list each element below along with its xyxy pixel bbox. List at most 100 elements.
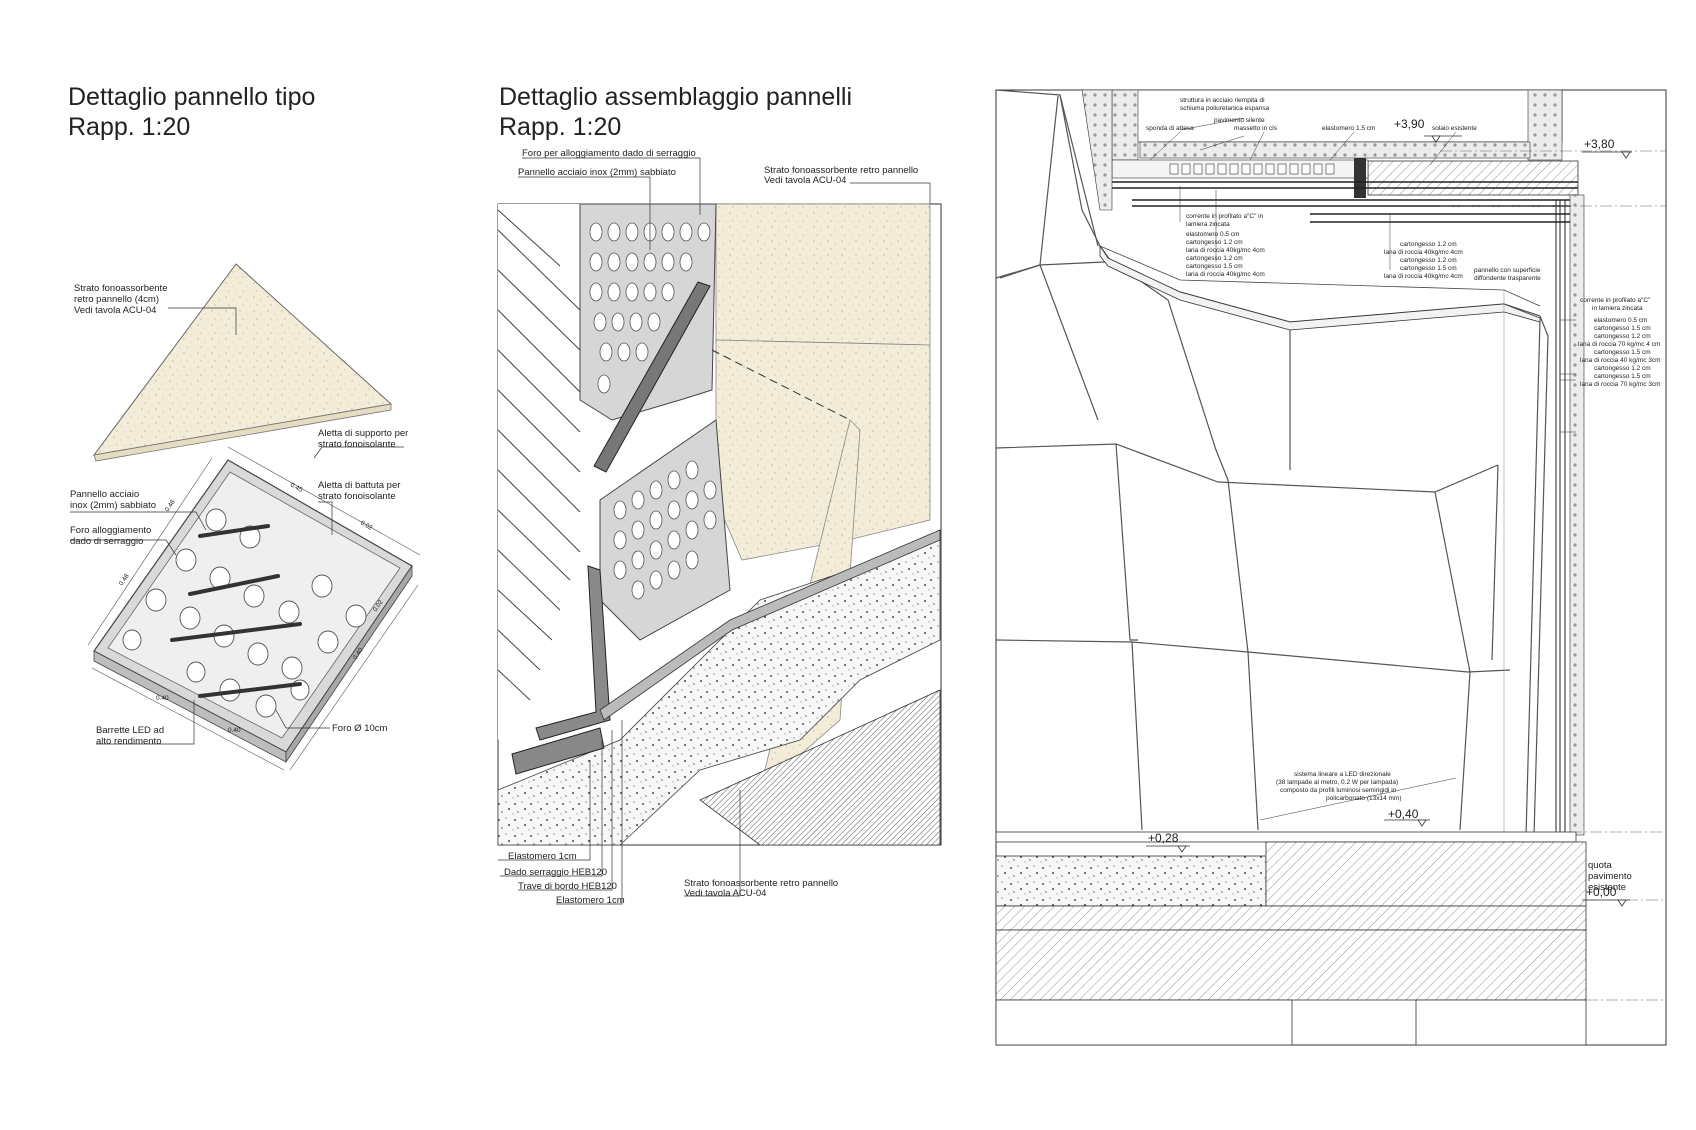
wall-right-labels: corrente in profilato a"C" in lamiera zi… [1578,297,1661,388]
panel1-dimensions [87,446,421,771]
led-note: sistema lineare a LED direzionale (38 la… [1276,771,1402,802]
heb-beam [511,727,605,775]
label-elastomero-b: Elastomero 1cm [556,895,625,906]
label-struttura-2: schiuma poliuretanica espansa [1180,105,1270,112]
steel-panel-side2 [285,564,413,764]
bracket [535,565,611,741]
floor-strip [995,831,1577,843]
led-line-1: sistema lineare a LED direzionale [1294,771,1391,778]
floor-slab-top [995,905,1587,931]
wall-right-item-5: cartongesso 1.5 cm [1594,349,1651,356]
ceiling-cavity [1111,89,1563,143]
panel1-title-line1: Dettaglio pannello tipo [68,83,316,111]
label-strato-top-1: Strato fonoassorbente retro pannello [764,165,918,176]
panel2-title-line1: Dettaglio assemblaggio pannelli [499,83,853,111]
svg-text:0.45: 0.45 [289,482,304,494]
ceiling-right-item-4: cartongesso 1.5 cm [1400,265,1457,272]
level-028: +0,28 [1148,831,1179,845]
svg-text:0.02: 0.02 [359,520,374,532]
heb-profile [1354,158,1366,198]
svg-text:0.40: 0.40 [228,727,241,734]
label-barrette-2: alto rendimento [96,736,161,747]
acoustic-facet-2 [715,339,931,561]
floor-hatch-band [1265,841,1587,907]
acoustic-layer-edge [93,403,392,462]
level-380: +3,80 [1584,137,1615,151]
ceiling-left-item-5: cartongesso 1.5 cm [1186,263,1243,270]
ceiling-left-item-2: cartongesso 1.2 cm [1186,239,1243,246]
led-bars [170,524,302,698]
panel2-title: Dettaglio assemblaggio pannelli Rapp. 1:… [499,82,852,142]
wall-stripes [498,204,580,740]
panel3-top-labels: struttura in acciaio riempita di schiuma… [1146,97,1615,151]
steel-bar [593,281,711,473]
ceiling-insul-left [1111,89,1139,161]
panel2-labels: Foro per alloggiamento dado di serraggio… [504,148,918,906]
label-dado: Dado serraggio HEB120 [504,867,607,878]
quota-line-1: quota [1588,860,1612,871]
label-solaio: solaio esistente [1432,125,1477,132]
panel1-drawing: 0.48 0.48 0.45 0.02 0.40 0.40 0.40 0.02 … [70,263,421,771]
floor-slab [995,929,1587,1001]
quota-line-2: pavimento [1588,871,1632,882]
wall-right-item-6: lana di roccia 40 kg/mc 3cm [1580,357,1661,364]
label-strato-top-2: Vedi tavola ACU-04 [764,175,846,186]
label-strato-bot-2: Vedi tavola ACU-04 [684,888,766,899]
panel1-leaders [70,307,404,745]
left-upper-insulation [1081,89,1113,211]
label-massetto: massetto in cls [1234,125,1278,132]
panel2-drawing: Foro per alloggiamento dado di serraggio… [497,148,942,906]
level-000: +0,00 [1586,885,1617,899]
label-foro-all-1: Foro alloggiamento [70,525,151,536]
ceiling-left-item-4: cartongesso 1.2 cm [1186,255,1243,262]
label-aletta-supp-2: strato fonoisolante [318,439,396,450]
soffit-lines [1099,245,1541,307]
quota-note: quota pavimento esistente [1588,860,1632,893]
panel3-drawing: struttura in acciaio riempita di schiuma… [995,89,1667,1046]
floor-gravel [995,855,1267,907]
label-pannello-1: Pannello acciaio [70,489,139,500]
ceiling-right-labels: cartongesso 1.2 cm lana di roccia 40kg/m… [1384,241,1541,282]
ceiling-right-item-3: cartongesso 1.2 cm [1400,257,1457,264]
wall-right-item-1: elastomero 0.5 cm [1594,317,1647,324]
label-corrente-left-2: lamiera zincata [1186,221,1230,228]
wall-right-layers [1555,200,1566,835]
label-pannello-2: inox (2mm) sabbiato [70,500,156,511]
ceiling-squares [1169,163,1335,175]
panel1-labels: Strato fonoassorbente retro pannello (4c… [70,283,408,747]
led-line-4: policarbonato (13x14 mm) [1326,795,1402,802]
label-strato-1: Strato fonoassorbente [74,283,167,294]
led-line-3: composto da profili luminosi semirigidi … [1280,787,1397,794]
label-foro-all-2: dado di serraggio [70,536,143,547]
wall-right-item-3: cartongesso 1.2 cm [1594,333,1651,340]
ceiling-left-item-6: lana di roccia 40kg/mc 4cm [1186,271,1265,278]
ceiling-soffit [1099,244,1541,331]
label-corrente-left-1: corrente in profilato a"C" in [1186,213,1264,220]
label-elastomero-top: elastomero 1.5 cm [1322,125,1375,132]
label-aletta-batt-1: Aletta di battuta per [318,480,400,491]
label-pannello: Pannello acciaio inox (2mm) sabbiato [518,167,676,178]
label-foro-dado: Foro per alloggiamento dado di serraggio [522,148,696,159]
quota-line-3: esistente [1588,882,1626,893]
wall-right-item-4: lana di roccia 70 kg/mc 4 cm [1578,341,1660,348]
label-aletta-supp-1: Aletta di supporto per [318,428,408,439]
panel3-leaders [1149,117,1576,821]
level-040: +0,40 [1388,807,1419,821]
label-pavimento: pavimento silente [1214,117,1265,124]
ceiling-right-item-5: lana di roccia 40kg/mc 4cm [1384,273,1463,280]
floor-opening-right [1415,999,1587,1046]
floor-edge [599,529,941,721]
label-strato-2: retro pannello (4cm) [74,294,159,305]
label-elastomero-a: Elastomero 1cm [508,851,577,862]
panel1-title: Dettaglio pannello tipo Rapp. 1:20 [68,82,315,142]
acoustic-facet-1 [715,203,931,346]
wall-right-item-7: cartongesso 1.2 cm [1594,365,1651,372]
ceiling-left-item-1: elastomero 0.5 cm [1186,231,1239,238]
ceiling-right-item-1: cartongesso 1.2 cm [1400,241,1457,248]
label-sponda: sponda di attesa [1146,125,1194,132]
svg-text:0.48: 0.48 [118,572,131,587]
gravel-floor [497,539,941,846]
label-aletta-batt-2: strato fonoisolante [318,491,396,502]
panel2-leaders [498,157,931,905]
